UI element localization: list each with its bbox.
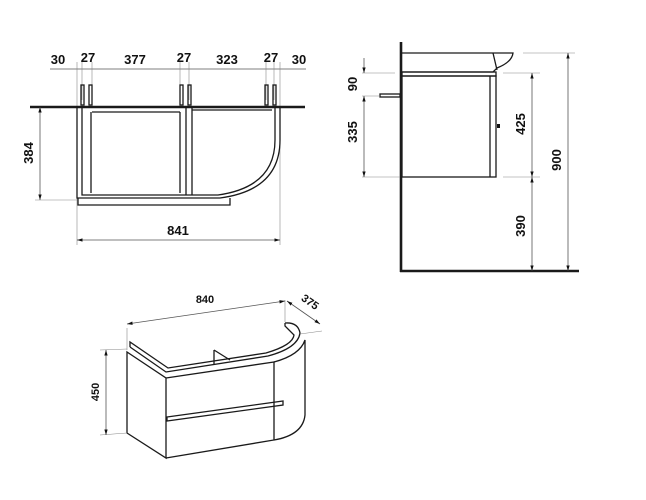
dim-450: 450: [90, 383, 102, 401]
dim-390: 390: [513, 215, 528, 237]
dim-90: 90: [345, 77, 360, 91]
knob: [497, 124, 500, 128]
dim-30-right: 30: [292, 52, 306, 67]
dim-depth: 384: [21, 141, 36, 163]
top-view: 30 27 377 27 323 27 30 384 841: [21, 50, 306, 245]
cabinet-front: [165, 361, 275, 459]
cabinet-curved-side: [273, 339, 306, 441]
dim-377: 377: [124, 52, 146, 67]
dim-width: 841: [167, 223, 189, 238]
dim-375: 375: [299, 292, 321, 312]
side-view: 90 335 425 390 900: [345, 42, 579, 273]
cabinet-side: [401, 75, 497, 178]
dim-425: 425: [513, 113, 528, 135]
dim-30-left: 30: [51, 52, 65, 67]
wall-anchors: [80, 84, 277, 106]
dim-335: 335: [345, 121, 360, 143]
dim-27-b: 27: [177, 50, 191, 65]
dim-323: 323: [216, 52, 238, 67]
dim-27-a: 27: [81, 50, 95, 65]
iso-view: 840 375 450: [90, 292, 323, 460]
cabinet-outline: [76, 107, 281, 199]
dim-900: 900: [549, 149, 564, 171]
dim-840: 840: [196, 294, 214, 306]
drawer-handle: [166, 400, 284, 422]
dim-27-c: 27: [264, 50, 278, 65]
anchor: [379, 93, 401, 98]
